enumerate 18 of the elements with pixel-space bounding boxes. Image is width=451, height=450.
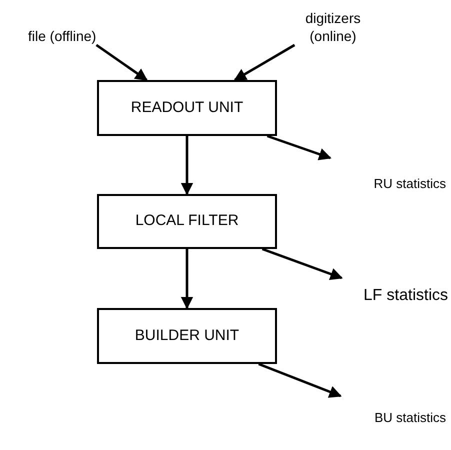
source-label: digitizers (online) [304,10,362,45]
process-box [97,194,277,249]
box-label: LOCAL FILTER [135,212,239,231]
arrow [258,362,342,398]
box-label: READOUT UNIT [130,98,244,118]
source-label: RU statistics [374,176,446,192]
arrow [234,44,296,82]
source-label: file (offline) [28,28,96,45]
arrow [96,44,148,82]
arrow [180,136,194,196]
process-box [97,308,277,364]
process-box [97,80,277,136]
arrow [266,134,332,160]
source-label: LF statistics [364,286,448,306]
arrow [180,249,194,310]
box-label: BUILDER UNIT [134,326,240,346]
arrow [262,248,343,280]
source-label: BU statistics [374,410,446,426]
